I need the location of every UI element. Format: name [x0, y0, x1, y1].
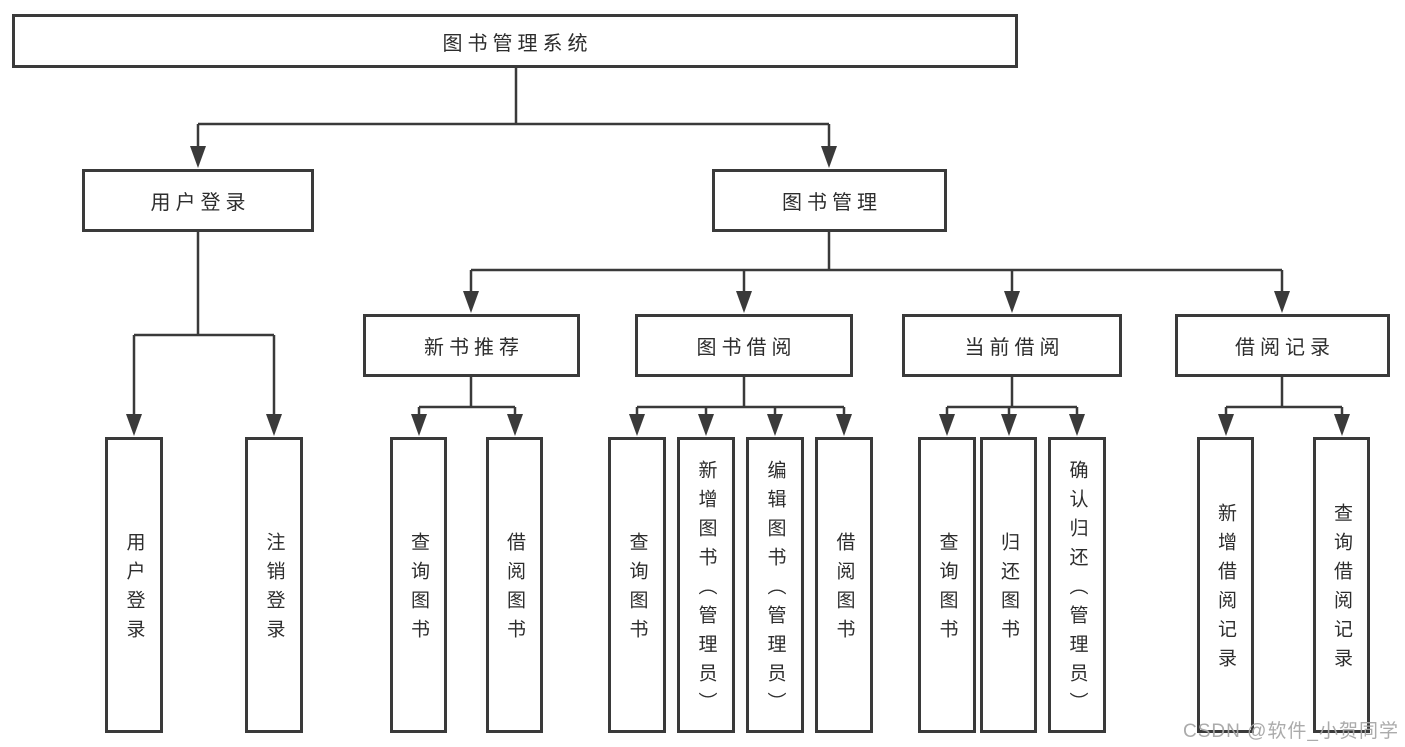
node-label: 查询图书	[408, 532, 429, 648]
node-label: 归还图书	[998, 532, 1019, 648]
leaf-edit-books-admin: 编辑图书（管理员）	[746, 437, 804, 733]
arrow-down-icon	[1274, 291, 1290, 313]
arrow-down-icon	[1004, 291, 1020, 313]
node-label: 用户登录	[123, 532, 145, 648]
arrow-down-icon	[821, 146, 837, 168]
node-label: 注销登录	[263, 532, 285, 648]
node-label: 查询图书	[626, 532, 648, 648]
arrow-down-icon	[1069, 414, 1085, 436]
connector-new-book-to-leaves	[417, 377, 517, 418]
leaf-query-books-current: 查询图书	[918, 437, 976, 733]
arrow-down-icon	[411, 414, 427, 436]
node-label: 新增借阅记录	[1215, 503, 1236, 677]
arrow-down-icon	[939, 414, 955, 436]
arrow-down-icon	[698, 414, 714, 436]
arrow-down-icon	[126, 414, 142, 436]
arrow-down-icon	[507, 414, 523, 436]
node-label: 借阅图书	[504, 532, 525, 648]
arrow-down-icon	[1001, 414, 1017, 436]
node-label: 查询借阅记录	[1331, 503, 1352, 677]
leaf-add-borrow-record: 新增借阅记录	[1197, 437, 1254, 733]
leaf-user-login: 用户登录	[105, 437, 163, 733]
arrow-down-icon	[836, 414, 852, 436]
arrowheads	[126, 146, 1350, 436]
node-library-management-system: 图书管理系统	[12, 14, 1018, 68]
node-label: 用户登录	[150, 192, 251, 214]
connector-user-login-to-leaves	[132, 232, 276, 418]
node-current-borrowing: 当前借阅	[902, 314, 1122, 377]
node-label: 图书管理系统	[442, 32, 593, 55]
arrow-down-icon	[1334, 414, 1350, 436]
arrow-down-icon	[463, 291, 479, 313]
node-user-login: 用户登录	[82, 169, 314, 232]
connector-book-borrow-to-leaves	[635, 377, 846, 418]
node-borrowing-records: 借阅记录	[1175, 314, 1390, 377]
connector-book-mgmt-to-level3	[469, 232, 1284, 295]
arrow-down-icon	[767, 414, 783, 436]
arrow-down-icon	[736, 291, 752, 313]
leaf-add-books-admin: 新增图书（管理员）	[677, 437, 735, 733]
arrow-down-icon	[629, 414, 645, 436]
node-label: 确认归还（管理员）	[1066, 459, 1088, 721]
connector-root-to-level2	[196, 68, 831, 150]
leaf-return-books: 归还图书	[980, 437, 1037, 733]
leaf-query-books-borrow: 查询图书	[608, 437, 666, 733]
node-label: 新增图书（管理员）	[695, 459, 717, 721]
arrow-down-icon	[190, 146, 206, 168]
arrow-down-icon	[1218, 414, 1234, 436]
node-label: 借阅记录	[1235, 337, 1335, 359]
connector-current-borrow-to-leaves	[945, 377, 1079, 418]
node-book-borrowing: 图书借阅	[635, 314, 853, 377]
node-book-management: 图书管理	[712, 169, 947, 232]
node-label: 编辑图书（管理员）	[764, 459, 786, 721]
node-new-book-recommendation: 新书推荐	[363, 314, 580, 377]
node-label: 查询图书	[936, 532, 958, 648]
leaf-confirm-return-admin: 确认归还（管理员）	[1048, 437, 1106, 733]
leaf-borrow-books: 借阅图书	[815, 437, 873, 733]
node-label: 图书借阅	[696, 337, 797, 359]
leaf-query-books-recommend: 查询图书	[390, 437, 447, 733]
node-label: 当前借阅	[964, 337, 1065, 359]
leaf-borrow-books-recommend: 借阅图书	[486, 437, 543, 733]
connector-borrow-records-to-leaves	[1224, 377, 1344, 418]
leaf-logout: 注销登录	[245, 437, 303, 733]
leaf-query-borrow-record: 查询借阅记录	[1313, 437, 1370, 733]
csdn-watermark: CSDN @软件_小贺同学	[1183, 721, 1399, 742]
arrow-down-icon	[266, 414, 282, 436]
node-label: 新书推荐	[424, 337, 524, 359]
node-label: 图书管理	[782, 192, 882, 214]
node-label: 借阅图书	[833, 532, 855, 648]
